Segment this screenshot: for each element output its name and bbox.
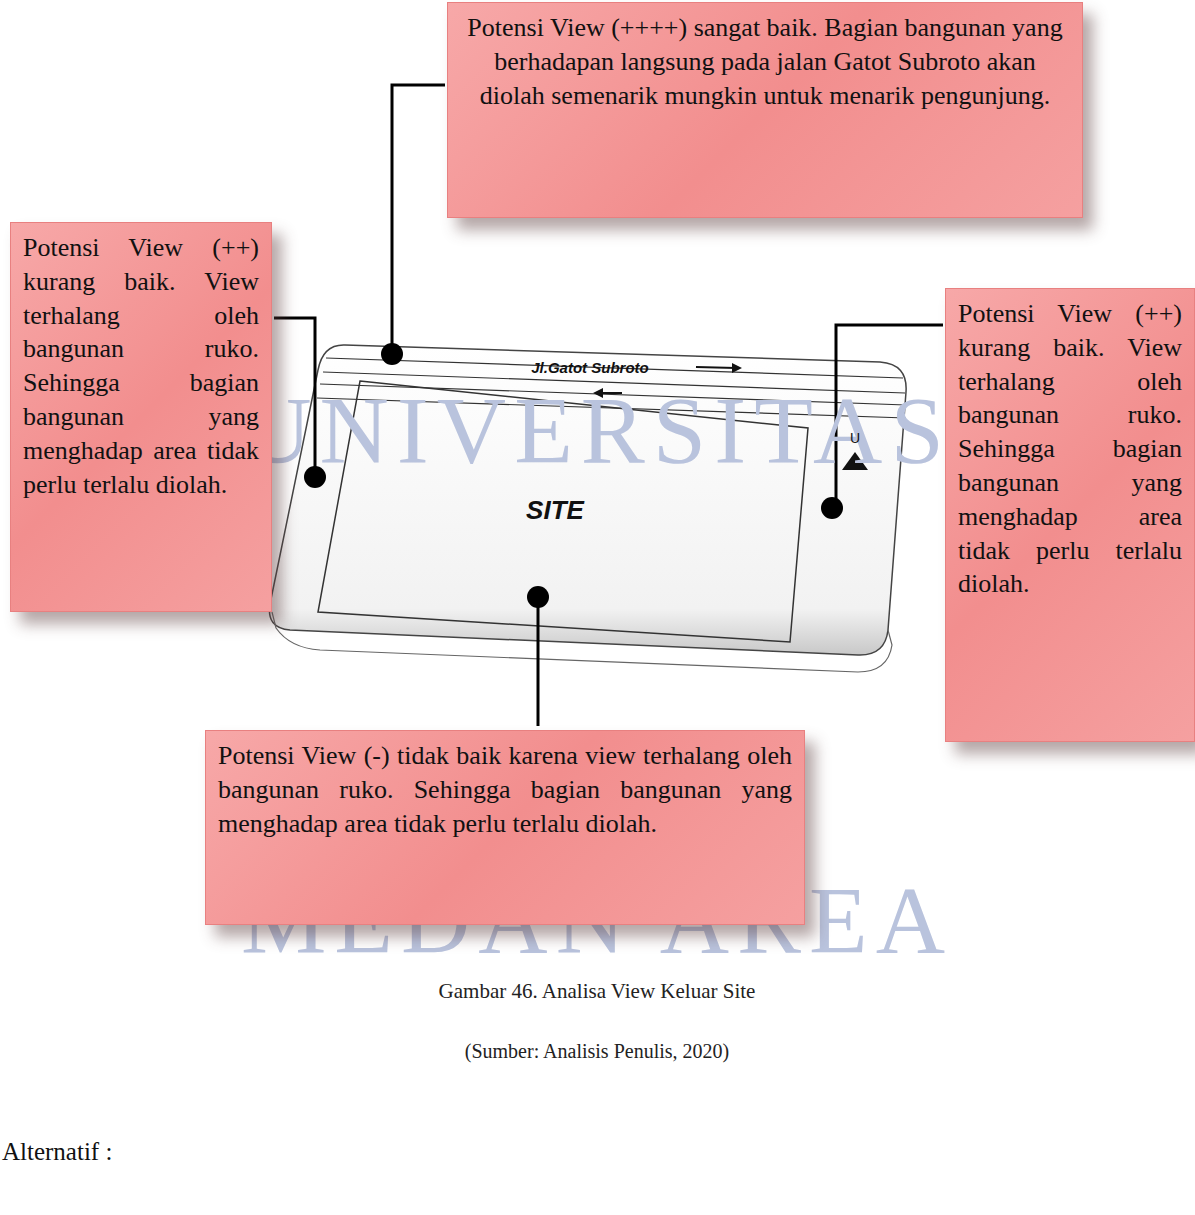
figure-caption: Gambar 46. Analisa View Keluar Site (439, 979, 756, 1004)
callout-box: Potensi View (++) kurang baik. View terh… (945, 288, 1195, 742)
watermark-text: UNIVERSITAS (242, 375, 952, 486)
callout-box: Potensi View (-) tidak baik karena view … (205, 730, 805, 925)
leader-line (537, 597, 540, 726)
label-text: Jl.Gatot Subroto (531, 359, 649, 376)
callout-box: Potensi View (++) kurang baik. View terh… (10, 222, 272, 612)
callout-text: Potensi View (-) tidak baik karena view … (218, 739, 792, 840)
label-text: U (850, 430, 860, 446)
label-text: SITE (526, 495, 584, 526)
callout-text: Potensi View (++++) sangat baik. Bagian … (460, 11, 1070, 112)
traffic-arrow (696, 367, 736, 368)
callout-box: Potensi View (++++) sangat baik. Bagian … (447, 2, 1083, 218)
leader-dot (381, 343, 403, 365)
callout-text: Potensi View (++) kurang baik. View terh… (23, 231, 259, 501)
label-text: (Sumber: Analisis Penulis, 2020) (465, 1040, 729, 1063)
callout-text: Potensi View (++) kurang baik. View terh… (958, 297, 1182, 601)
leader-dot (527, 586, 549, 608)
slab-edge (272, 612, 892, 672)
traffic-arrow-head (732, 363, 742, 373)
leader-dot (821, 497, 843, 519)
leader-line (392, 85, 445, 352)
label-text: Alternatif : (2, 1138, 112, 1166)
